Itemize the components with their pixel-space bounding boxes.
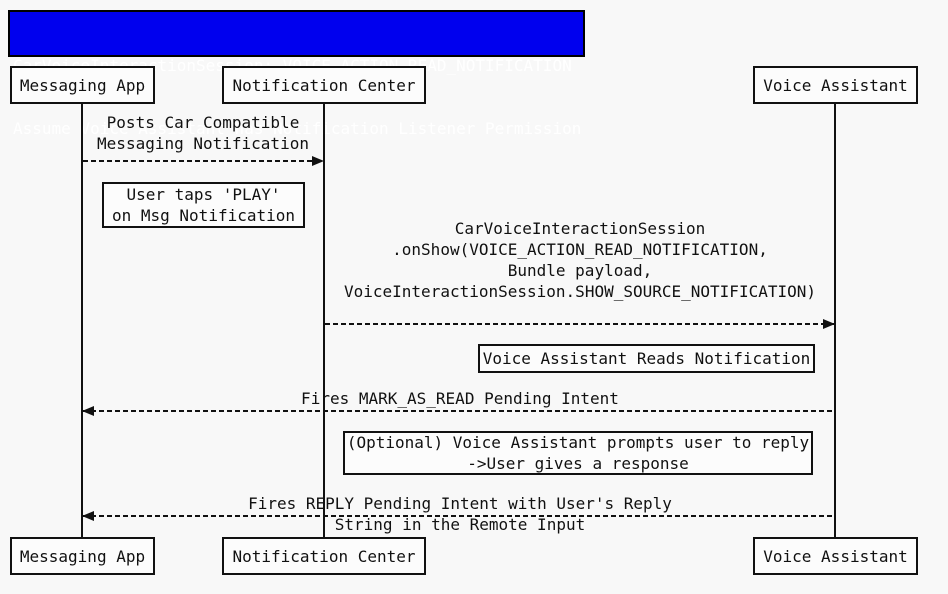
actor-box-messaging-app-top: Messaging App xyxy=(10,66,155,104)
actor-box-voice-assistant-bottom: Voice Assistant xyxy=(753,537,918,575)
note-text: User taps 'PLAY' on Msg Notification xyxy=(111,185,296,225)
diagram-title-line-2: Assume Voice Assistant has Notification … xyxy=(13,119,582,138)
actor-label: Voice Assistant xyxy=(763,546,908,566)
arrowhead-left-icon xyxy=(82,406,94,416)
note-text: (Optional) Voice Assistant prompts user … xyxy=(346,433,810,473)
message-label-reply-intent: Fires REPLY Pending Intent with User's R… xyxy=(248,494,672,534)
note-va-reads-notification: Voice Assistant Reads Notification xyxy=(478,344,815,373)
arrowhead-left-icon xyxy=(82,511,94,521)
lifeline-messaging-app xyxy=(81,104,83,537)
note-optional-reply: (Optional) Voice Assistant prompts user … xyxy=(343,431,813,475)
message-label-onshow: CarVoiceInteractionSession .onShow(VOICE… xyxy=(343,219,817,301)
arrowhead-right-icon xyxy=(823,319,835,329)
actor-label: Messaging App xyxy=(19,546,146,566)
note-user-taps-play: User taps 'PLAY' on Msg Notification xyxy=(102,182,305,228)
message-arrow-posts-notification xyxy=(83,156,324,166)
message-label-posts-notification: Posts Car Compatible Messaging Notificat… xyxy=(97,113,309,153)
actor-box-messaging-app-bottom: Messaging App xyxy=(10,537,155,575)
lifeline-notification-center xyxy=(323,104,325,537)
actor-label: Notification Center xyxy=(232,546,416,566)
arrowhead-right-icon xyxy=(312,156,324,166)
actor-box-notification-center-top: Notification Center xyxy=(222,66,426,104)
actor-box-notification-center-bottom: Notification Center xyxy=(222,537,426,575)
actor-box-voice-assistant-top: Voice Assistant xyxy=(753,66,918,104)
message-label-mark-as-read: Fires MARK_AS_READ Pending Intent xyxy=(301,389,619,408)
actor-label: Notification Center xyxy=(232,75,416,95)
lifeline-voice-assistant xyxy=(834,104,836,537)
message-arrow-mark-as-read xyxy=(82,406,834,416)
diagram-title-banner: CarVoiceInteractionSession: VOICE_ACTION… xyxy=(8,10,585,138)
actor-label: Voice Assistant xyxy=(763,75,908,95)
note-text: Voice Assistant Reads Notification xyxy=(482,349,811,368)
message-arrow-onshow xyxy=(325,319,835,329)
actor-label: Messaging App xyxy=(19,75,146,95)
message-arrow-reply-intent xyxy=(82,511,834,521)
